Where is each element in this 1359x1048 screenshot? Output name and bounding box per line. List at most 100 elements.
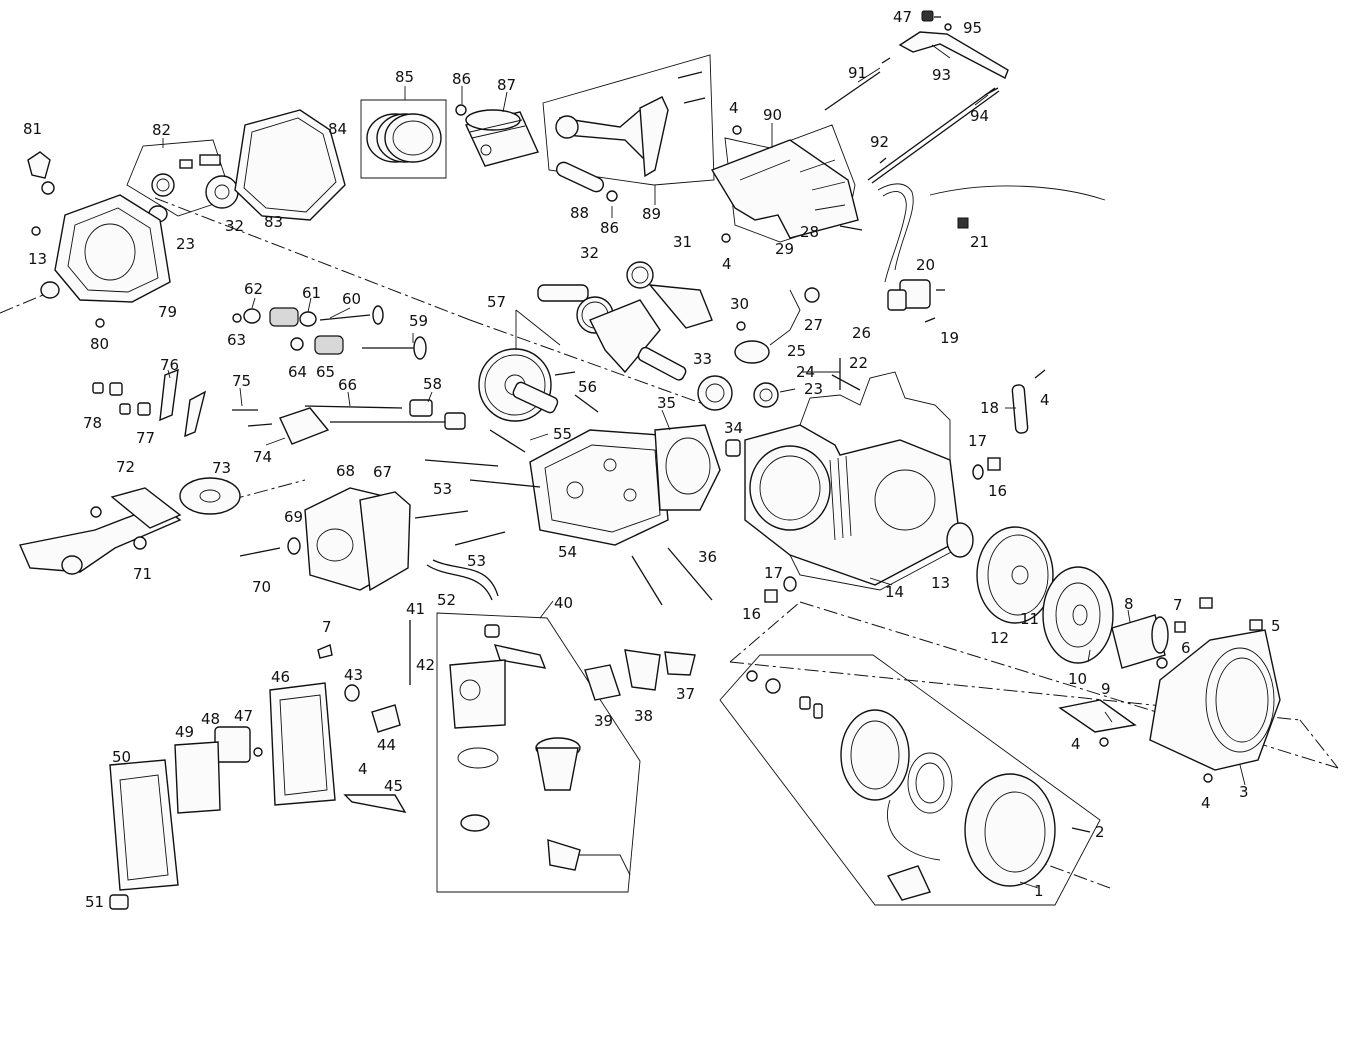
ignition-coil-20 bbox=[877, 183, 1106, 323]
governor-82 bbox=[148, 154, 239, 223]
callout-66: 66 bbox=[338, 376, 357, 394]
callout-58: 58 bbox=[423, 375, 442, 393]
governor-linkage bbox=[824, 10, 1009, 184]
callout-40: 40 bbox=[554, 594, 573, 612]
callout-71: 71 bbox=[133, 565, 152, 583]
callout-93: 93 bbox=[932, 66, 951, 84]
callout-17b: 17 bbox=[764, 564, 783, 582]
callout-77: 77 bbox=[136, 429, 155, 447]
callout-9: 9 bbox=[1101, 680, 1111, 698]
callout-49: 49 bbox=[175, 723, 194, 741]
callout-41: 41 bbox=[406, 600, 425, 618]
callout-38: 38 bbox=[634, 707, 653, 725]
callout-23b: 23 bbox=[804, 380, 823, 398]
piston-rings-85 bbox=[366, 113, 442, 163]
callout-84: 84 bbox=[328, 120, 347, 138]
callout-47: 47 bbox=[893, 8, 912, 26]
callout-54: 54 bbox=[558, 543, 577, 561]
callout-87: 87 bbox=[497, 76, 516, 94]
callout-18: 18 bbox=[980, 399, 999, 417]
breather-tube-52 bbox=[426, 559, 499, 601]
callout-25: 25 bbox=[787, 342, 806, 360]
callout-48: 48 bbox=[201, 710, 220, 728]
callout-10: 10 bbox=[1068, 670, 1087, 688]
callout-4d: 4 bbox=[1071, 735, 1081, 753]
callout-27: 27 bbox=[804, 316, 823, 334]
callout-45: 45 bbox=[384, 777, 403, 795]
exhaust-72 bbox=[19, 477, 241, 575]
callout-7: 7 bbox=[1173, 596, 1183, 614]
fan-10 bbox=[1042, 566, 1114, 664]
callout-53b: 53 bbox=[467, 552, 486, 570]
callout-55: 55 bbox=[553, 425, 572, 443]
callout-50: 50 bbox=[112, 748, 131, 766]
crankcase-cover-79 bbox=[31, 194, 171, 328]
callout-94: 94 bbox=[970, 107, 989, 125]
callout-23: 23 bbox=[176, 235, 195, 253]
engine-block-14 bbox=[725, 369, 1046, 603]
callout-19: 19 bbox=[940, 329, 959, 347]
callout-16: 16 bbox=[988, 482, 1007, 500]
callout-80: 80 bbox=[90, 335, 109, 353]
callout-86: 86 bbox=[452, 70, 471, 88]
callout-47b: 47 bbox=[234, 707, 253, 725]
callout-4: 4 bbox=[729, 99, 739, 117]
callout-14: 14 bbox=[885, 583, 904, 601]
callout-60: 60 bbox=[342, 290, 361, 308]
callout-95: 95 bbox=[963, 19, 982, 37]
oil-sensor-29 bbox=[734, 287, 861, 391]
callout-53: 53 bbox=[433, 480, 452, 498]
callout-33: 33 bbox=[693, 350, 712, 368]
callout-56: 56 bbox=[578, 378, 597, 396]
callout-67: 67 bbox=[373, 463, 392, 481]
callout-4b: 4 bbox=[722, 255, 732, 273]
callout-7b: 7 bbox=[322, 618, 332, 636]
callout-72: 72 bbox=[116, 458, 135, 476]
insulator-gaskets bbox=[409, 620, 696, 701]
callout-59: 59 bbox=[409, 312, 428, 330]
recoil-starter bbox=[746, 670, 1091, 901]
callout-78: 78 bbox=[83, 414, 102, 432]
callout-22: 22 bbox=[849, 354, 868, 372]
muffler-68 bbox=[239, 487, 411, 592]
callout-91: 91 bbox=[848, 64, 867, 82]
callout-24: 24 bbox=[796, 363, 815, 381]
callout-6: 6 bbox=[1181, 639, 1191, 657]
studs bbox=[414, 429, 713, 606]
callout-29: 29 bbox=[775, 240, 794, 258]
callout-42: 42 bbox=[416, 656, 435, 674]
callout-4f: 4 bbox=[1201, 794, 1211, 812]
callout-4c: 4 bbox=[1040, 391, 1050, 409]
callout-32: 32 bbox=[225, 217, 244, 235]
callout-90: 90 bbox=[763, 106, 782, 124]
callout-68: 68 bbox=[336, 462, 355, 480]
piston-87 bbox=[455, 104, 539, 167]
callout-44: 44 bbox=[377, 736, 396, 754]
callout-30: 30 bbox=[730, 295, 749, 313]
air-filter bbox=[109, 644, 407, 910]
callout-63: 63 bbox=[227, 331, 246, 349]
callout-labels: 47 95 91 93 94 85 86 87 4 90 92 81 82 84… bbox=[23, 8, 1281, 911]
callout-16b: 16 bbox=[742, 605, 761, 623]
cylinder-head-54 bbox=[529, 429, 669, 546]
callout-69: 69 bbox=[284, 508, 303, 526]
callout-88: 88 bbox=[570, 204, 589, 222]
callout-21: 21 bbox=[970, 233, 989, 251]
shroud-90 bbox=[710, 125, 863, 243]
callout-92: 92 bbox=[870, 133, 889, 151]
starter-cup-8 bbox=[1111, 614, 1169, 669]
callout-43: 43 bbox=[344, 666, 363, 684]
callout-79: 79 bbox=[158, 303, 177, 321]
callout-39: 39 bbox=[594, 712, 613, 730]
callout-82: 82 bbox=[152, 121, 171, 139]
callout-17: 17 bbox=[968, 432, 987, 450]
callout-28: 28 bbox=[800, 223, 819, 241]
callout-86b: 86 bbox=[600, 219, 619, 237]
callout-13b: 13 bbox=[931, 574, 950, 592]
callout-52: 52 bbox=[437, 591, 456, 609]
callout-64: 64 bbox=[288, 363, 307, 381]
callout-85: 85 bbox=[395, 68, 414, 86]
callout-76: 76 bbox=[160, 356, 179, 374]
